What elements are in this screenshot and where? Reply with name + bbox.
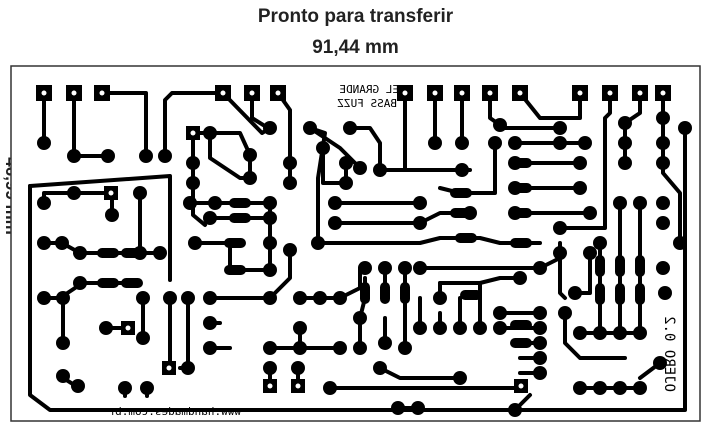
- width-dimension-label: 91,44 mm: [312, 37, 399, 58]
- board-name-line2: BASS FUZZ: [337, 97, 397, 110]
- website-label: www.handmades.com.br: [108, 405, 241, 418]
- version-label-group: OJERO 0.2: [661, 316, 677, 392]
- drill-holes: [41, 90, 666, 389]
- mirrored-labels: EL GRANDE BASS FUZZ www.handmades.com.br: [108, 83, 399, 418]
- page-title: Pronto para transferir: [257, 6, 454, 27]
- drill-pads: [36, 85, 692, 417]
- version-label: OJERO 0.2: [661, 316, 677, 392]
- board-name-line1: EL GRANDE: [339, 83, 399, 96]
